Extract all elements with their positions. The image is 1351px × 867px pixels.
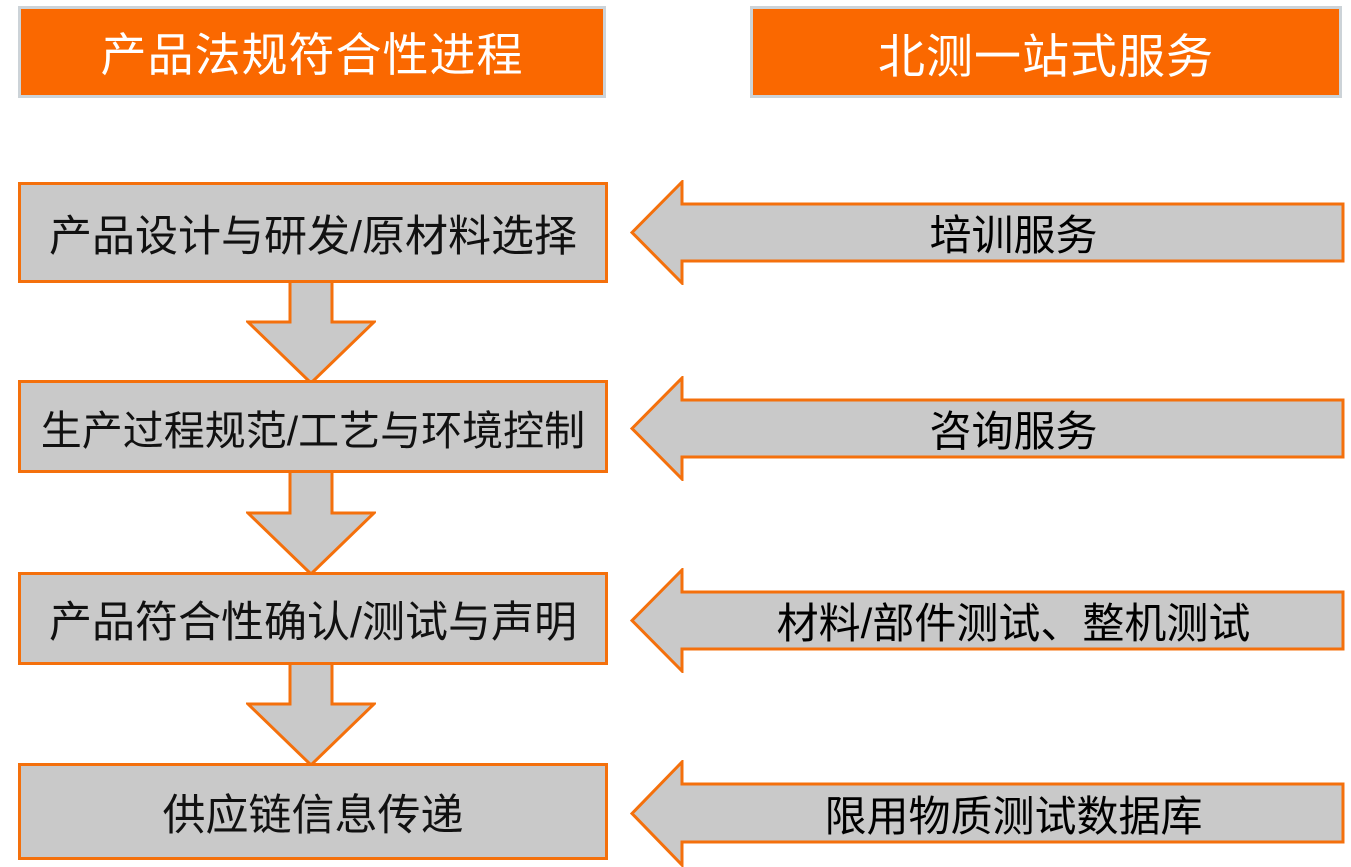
header-banner-service: 北测一站式服务 <box>750 6 1342 98</box>
header-banner-service-label: 北测一站式服务 <box>878 31 1214 84</box>
process-step-box-2[interactable]: 生产过程规范/工艺与环境控制 <box>18 380 608 473</box>
process-step-box-1[interactable]: 产品设计与研发/原材料选择 <box>18 182 608 283</box>
process-step-label-3: 产品符合性确认/测试与声明 <box>49 598 577 647</box>
left-arrow-icon-3[interactable] <box>630 568 1345 673</box>
process-step-box-4[interactable]: 供应链信息传递 <box>18 763 608 860</box>
left-arrow-icon-2[interactable] <box>630 376 1345 481</box>
left-arrow-icon-4[interactable] <box>630 760 1345 867</box>
left-arrow-icon-1[interactable] <box>630 180 1345 285</box>
process-step-label-1: 产品设计与研发/原材料选择 <box>49 212 577 261</box>
header-banner-process: 产品法规符合性进程 <box>18 6 606 98</box>
process-step-label-2: 生产过程规范/工艺与环境控制 <box>40 407 586 454</box>
header-banner-process-label: 产品法规符合性进程 <box>100 29 524 81</box>
process-step-label-4: 供应链信息传递 <box>162 791 464 840</box>
process-step-box-3[interactable]: 产品符合性确认/测试与声明 <box>18 572 608 665</box>
